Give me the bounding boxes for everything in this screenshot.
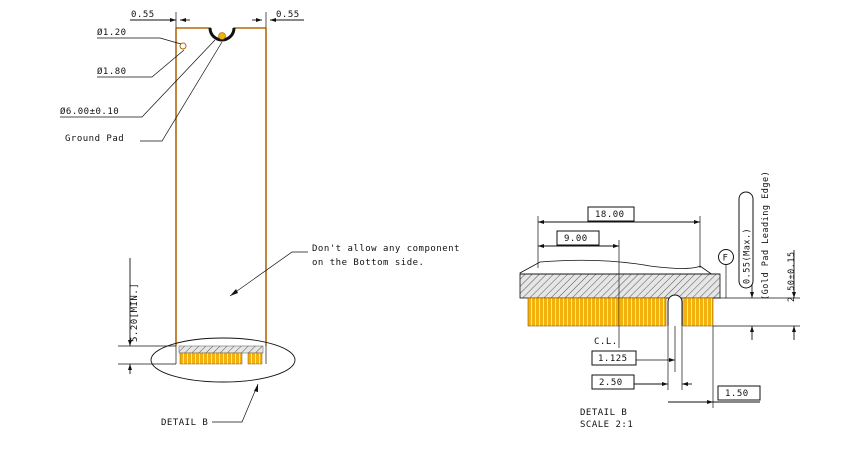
dim-top-right-offset: 0.55 xyxy=(276,10,300,20)
board-section-hatch xyxy=(519,273,721,299)
dim-max-thickness: 0.55(Max.) xyxy=(743,228,753,284)
gold-fingers-side xyxy=(682,297,714,327)
detail-b-ellipse xyxy=(150,337,296,383)
label-leading-edge: (Gold Pad Leading Edge) xyxy=(761,171,771,300)
label-pad-hole: Ø1.80 xyxy=(97,66,127,77)
dim-width-half: 9.00 xyxy=(564,234,588,244)
label-small-hole: Ø1.20 xyxy=(97,27,127,38)
flag-f-label: F xyxy=(723,254,729,264)
gold-fingers-left xyxy=(179,352,243,365)
gold-fingers-main xyxy=(527,297,667,327)
note-line-1: Don't allow any component xyxy=(312,244,460,254)
gold-fingers-right xyxy=(247,352,263,365)
dim-top-left-offset: 0.55 xyxy=(131,10,155,20)
connector-hatch xyxy=(178,345,264,354)
label-centerline: C.L. xyxy=(594,337,618,347)
left-board-view: 0.55 0.55 Ø1.20 Ø1.80 Ø6.00±0.10 Ground … xyxy=(60,10,460,428)
right-detail-view: 18.00 9.00 C.L. 1.125 2.50 1.50 xyxy=(519,171,800,430)
max-thickness-capsule xyxy=(738,191,754,289)
dim-key-offset: 1.125 xyxy=(598,354,628,364)
dim-min-keepout: 5.20[MIN.] xyxy=(130,283,140,342)
dim-key-width: 2.50 xyxy=(599,378,623,388)
label-notch: Ø6.00±0.10 xyxy=(60,106,119,117)
flag-f-circle xyxy=(718,249,734,265)
mounting-notch xyxy=(208,27,236,42)
dim-pad-length: 2.50±0.15 xyxy=(787,251,797,302)
detail-b-title: DETAIL B xyxy=(580,408,627,418)
ground-pad-dot xyxy=(218,32,226,40)
note-line-2: on the Bottom side. xyxy=(312,258,424,268)
detail-b-callout: DETAIL B xyxy=(161,418,208,428)
label-ground-pad: Ground Pad xyxy=(65,134,124,144)
detail-b-scale: SCALE 2:1 xyxy=(580,420,633,430)
small-hole xyxy=(179,42,187,50)
dim-edge-gap: 1.50 xyxy=(725,389,749,399)
key-slot xyxy=(667,294,683,326)
dim-width-total: 18.00 xyxy=(595,210,625,220)
